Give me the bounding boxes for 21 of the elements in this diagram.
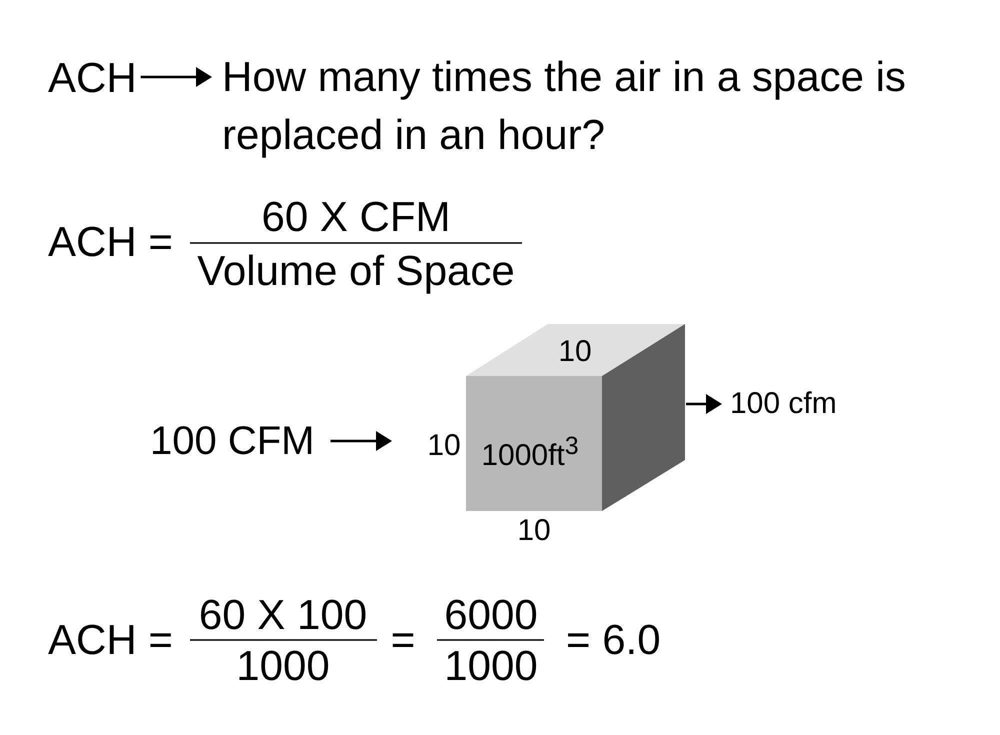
dimension-label: 10	[517, 514, 551, 548]
airflow-label: 100 cfm	[730, 387, 837, 421]
term-text: ACH	[48, 54, 137, 100]
arrow	[140, 67, 212, 87]
dimension-label: 10	[427, 429, 461, 463]
numerator-text: 60 X CFM	[261, 192, 451, 240]
equals-sign: =	[390, 616, 416, 662]
denominator-text: Volume of Space	[197, 246, 515, 294]
dimension-label: 10	[558, 335, 592, 369]
denominator-text: 1000	[236, 642, 330, 688]
arrow	[330, 431, 392, 451]
numerator-text: 60 X 100	[198, 590, 368, 638]
formula-text: ACH =	[48, 218, 173, 264]
denominator-text: 1000	[444, 642, 538, 688]
volume-label: 1000ft$^{3}$	[481, 431, 579, 473]
result-text: = 6.0	[566, 616, 661, 662]
numerator-text: 6000	[444, 590, 538, 638]
airflow-label: 100 CFM	[150, 418, 314, 464]
definition-text: How many times the air in a space is replaced in an hour?	[222, 48, 972, 164]
arrow	[686, 394, 722, 414]
formula-text: ACH =	[48, 616, 173, 662]
